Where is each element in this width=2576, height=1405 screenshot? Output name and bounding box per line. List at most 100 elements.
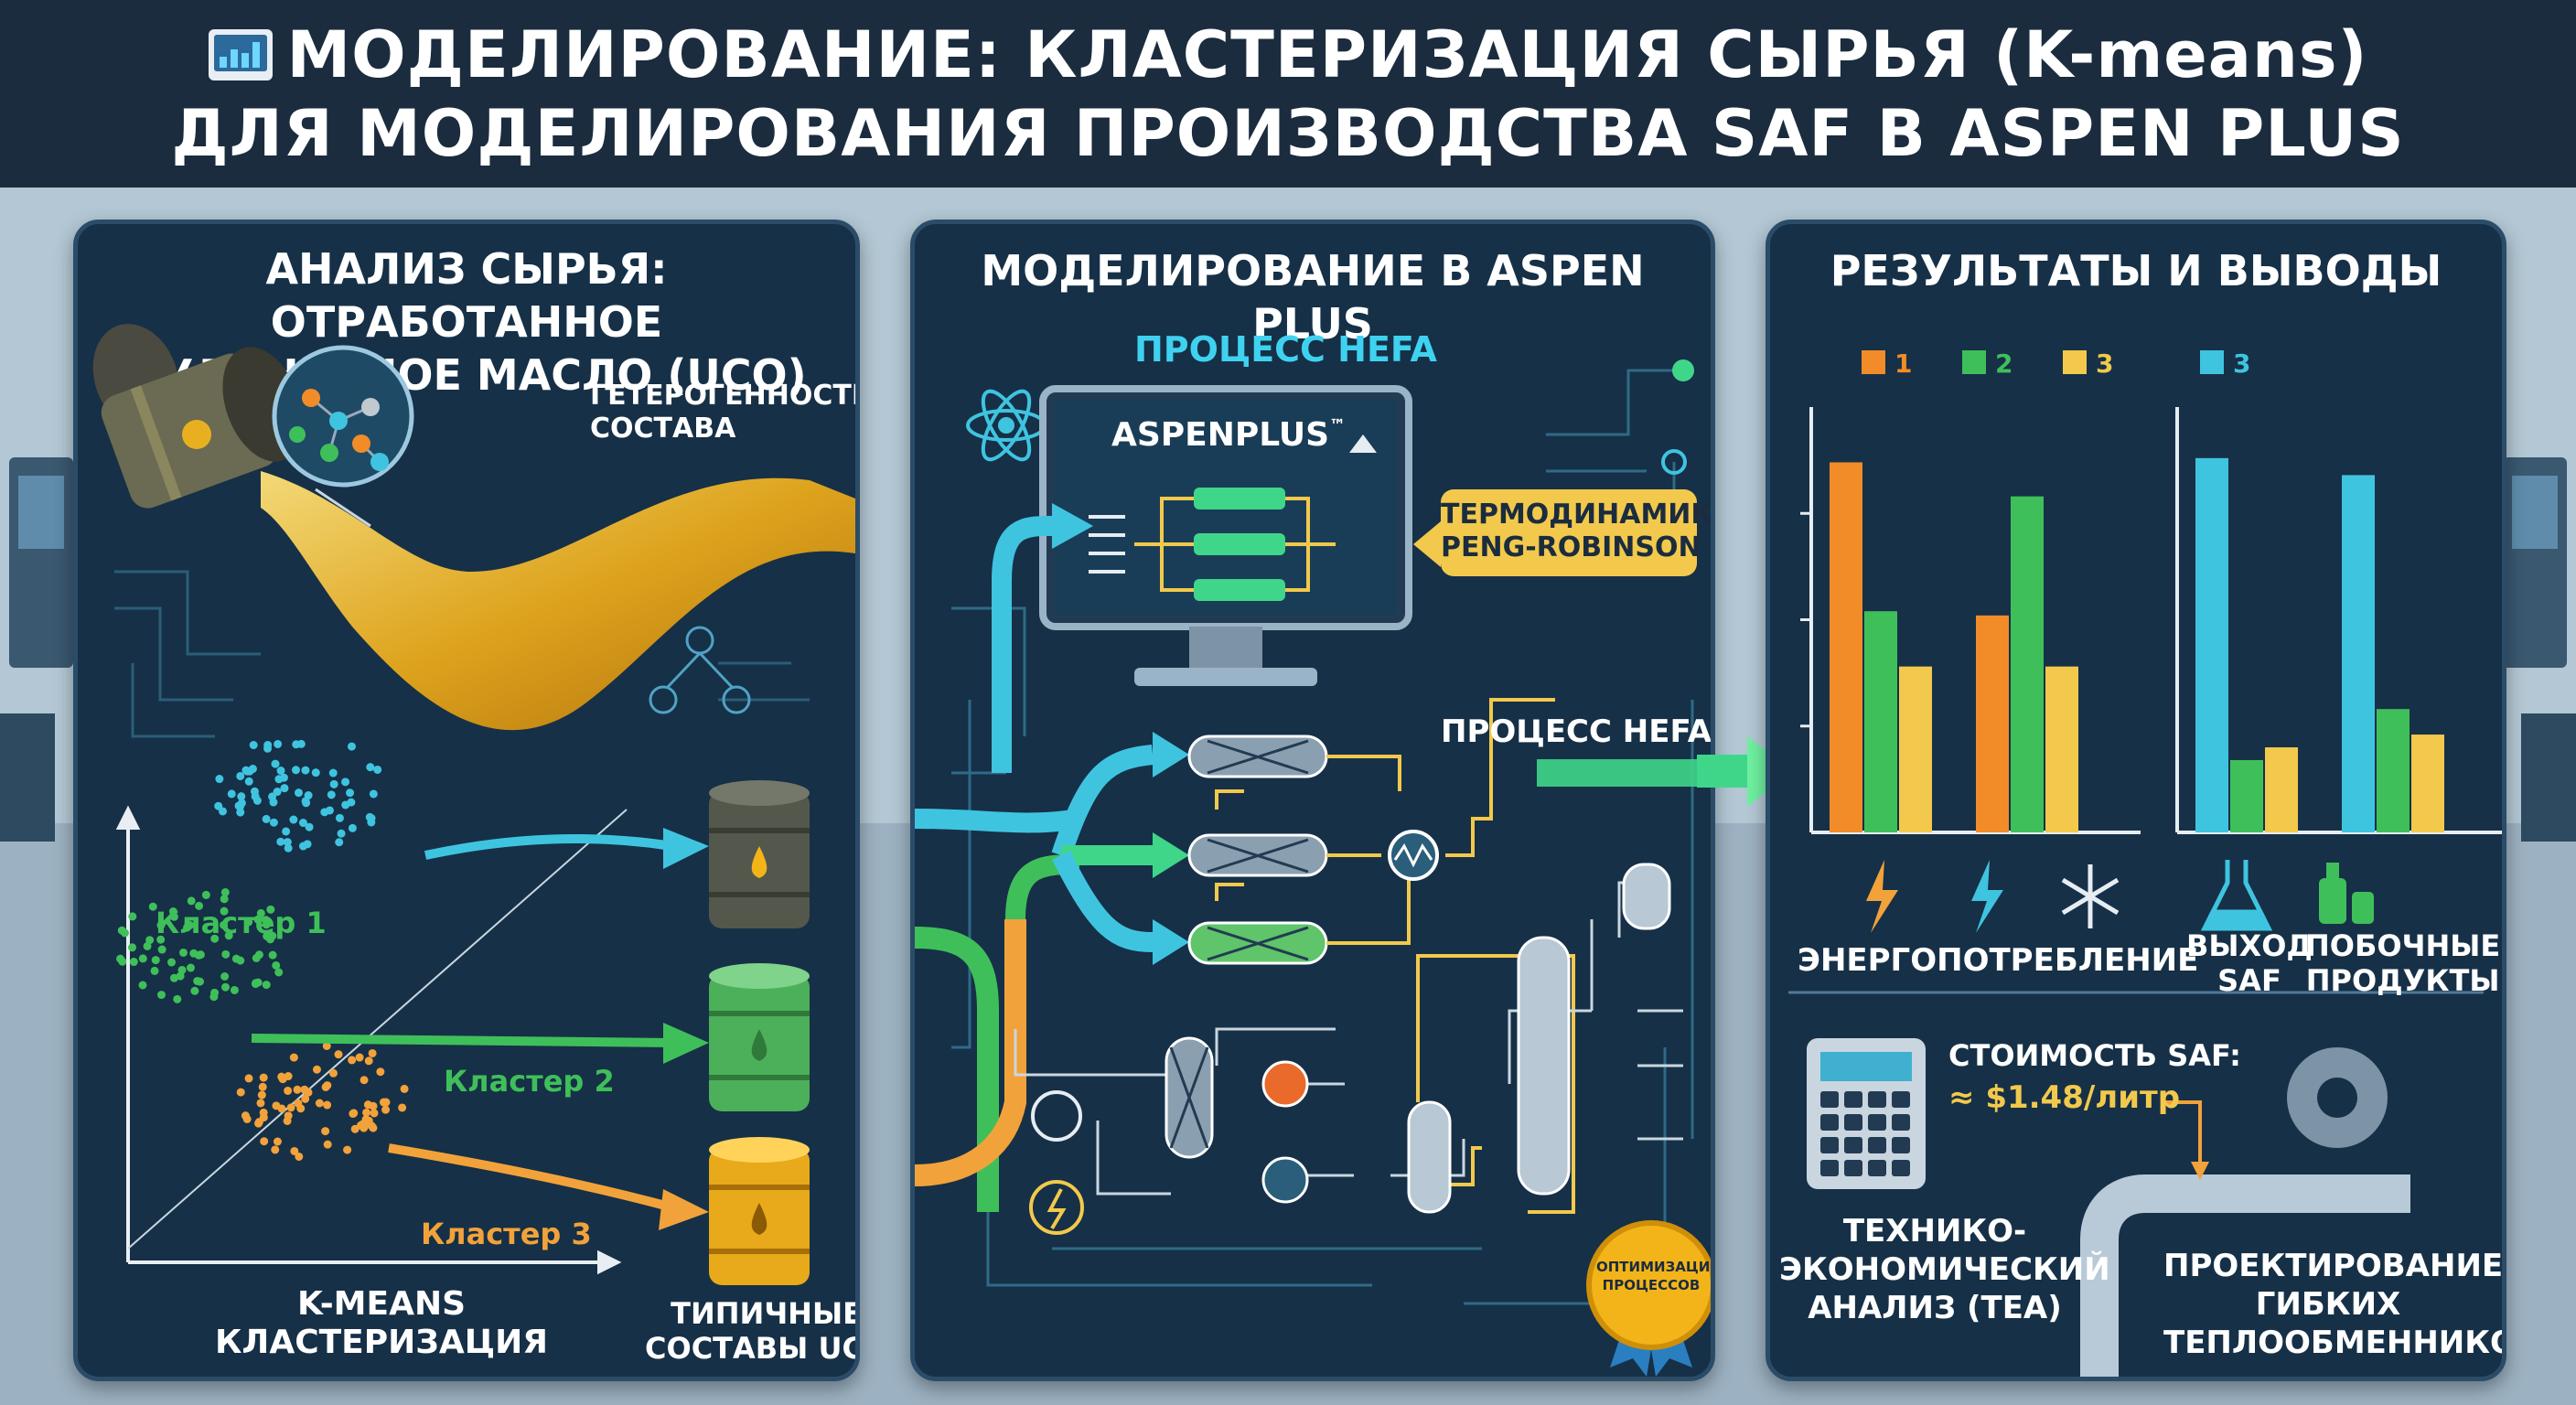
- cluster-point: [328, 768, 338, 778]
- yield-line2: SAF: [2217, 963, 2281, 998]
- cluster-point: [367, 818, 376, 827]
- cluster-point: [128, 912, 137, 921]
- cluster-point: [210, 988, 220, 997]
- title-bar: МОДЕЛИРОВАНИЕ: КЛАСТЕРИЗАЦИЯ СЫРЬЯ (K-me…: [0, 0, 2576, 188]
- kmeans-line2: КЛАСТЕРИЗАЦИЯ: [215, 1324, 548, 1361]
- cluster-point: [290, 1146, 299, 1155]
- calculator-key: [1892, 1114, 1910, 1131]
- cluster-point: [237, 792, 246, 801]
- cluster-point: [254, 950, 263, 960]
- flask-icon: [2200, 860, 2273, 931]
- cluster-point: [284, 843, 293, 853]
- cluster-point: [244, 917, 253, 927]
- cluster-point: [312, 1065, 321, 1074]
- cluster-point: [143, 941, 152, 950]
- cluster-point: [335, 813, 344, 822]
- cluster-point: [294, 788, 303, 798]
- cluster-points: [116, 739, 409, 1161]
- cluster-point: [315, 1099, 324, 1108]
- calculator-key: [1868, 1160, 1886, 1176]
- reactors: [1187, 735, 1328, 965]
- cluster-point: [256, 908, 265, 917]
- optimization-badge-text: ОПТИМИЗАЦИЯ ПРОЦЕССОВ: [1596, 1258, 1711, 1294]
- panel-right-heading: РЕЗУЛЬТАТЫ И ВЫВОДЫ: [1830, 246, 2442, 295]
- thermo-line1: ТЕРМОДИНАМИКА:: [1441, 499, 1715, 531]
- cluster-point: [379, 1098, 388, 1107]
- cluster-point: [334, 1050, 343, 1059]
- cluster-point: [341, 800, 350, 810]
- cluster-point: [274, 739, 283, 748]
- cluster-point: [230, 985, 239, 994]
- title-text-1: МОДЕЛИРОВАНИЕ: КЛАСТЕРИЗАЦИЯ СЫРЬЯ (K-me…: [286, 16, 2368, 92]
- cluster-point: [268, 931, 277, 940]
- cluster-point: [283, 1116, 292, 1125]
- legend-label-1: 1: [1894, 349, 1912, 379]
- legend-swatch-3: [2063, 350, 2087, 374]
- badge-line2: ПРОЦЕССОВ: [1602, 1277, 1701, 1293]
- bar-b-1: [2377, 709, 2410, 832]
- cluster-point: [252, 979, 261, 988]
- tea-label: ТЕХНИКО- ЭКОНОМИЧЕСКИЙ АНАЛИЗ (TEA): [1779, 1212, 2110, 1327]
- cluster-point: [210, 934, 220, 943]
- cluster-point: [214, 801, 223, 810]
- cluster-point: [260, 1137, 269, 1146]
- cluster-point: [221, 949, 231, 959]
- cluster-point: [116, 954, 125, 963]
- cluster-point: [249, 741, 258, 750]
- legend-label-3: 3: [2233, 349, 2250, 379]
- cluster-point: [138, 981, 147, 990]
- cluster-point: [322, 1041, 331, 1050]
- cluster-point: [301, 1094, 310, 1103]
- cluster-point: [259, 1073, 268, 1082]
- cluster-point: [186, 920, 195, 929]
- bottles-icon: [2319, 863, 2374, 924]
- hx-line3: ТЕПЛООБМЕННИКОВ: [2163, 1325, 2506, 1361]
- tea-line3: АНАЛИЗ (TEA): [1808, 1290, 2062, 1326]
- kmeans-axes: [115, 805, 628, 1275]
- cluster-point: [169, 912, 178, 921]
- barrel-green-icon: [709, 963, 810, 1111]
- molecule-deco: [649, 626, 751, 714]
- kmeans-line1: K-MEANS: [296, 1285, 466, 1323]
- cluster-point: [304, 1088, 313, 1097]
- cluster-point: [262, 981, 271, 990]
- cluster-point: [280, 784, 289, 793]
- cluster-point: [187, 896, 196, 906]
- cluster-point: [244, 777, 253, 786]
- tea-line1: ТЕХНИКО-: [1842, 1213, 2027, 1249]
- cluster-point: [368, 1121, 377, 1131]
- cluster-point: [359, 1120, 368, 1129]
- cluster-point: [195, 901, 204, 910]
- calculator-key: [1820, 1160, 1839, 1176]
- cluster-point: [284, 1086, 293, 1095]
- cluster-point: [173, 994, 182, 1003]
- circuit-lines: [114, 570, 810, 738]
- cluster-point: [289, 1053, 298, 1062]
- cluster-point: [186, 963, 195, 972]
- bar-1-0: [1830, 462, 1862, 832]
- cluster-point: [282, 827, 291, 836]
- cluster-point: [294, 1099, 303, 1108]
- cluster-point: [167, 958, 177, 967]
- chart-yield: 3: [2175, 349, 2502, 834]
- process-hefa-mid-label: ПРОЦЕСС HEFA: [1441, 713, 1712, 750]
- cluster-point: [220, 972, 230, 981]
- calculator-key: [1844, 1160, 1862, 1176]
- cluster-point: [343, 1145, 352, 1154]
- cluster-point: [311, 768, 320, 778]
- title-line-1: МОДЕЛИРОВАНИЕ: КЛАСТЕРИЗАЦИЯ СЫРЬЯ (K-me…: [208, 16, 2368, 94]
- byproducts-line2: ПРОДУКТЫ: [2305, 963, 2500, 998]
- cluster-point: [150, 966, 159, 975]
- atom-icon: [966, 389, 1046, 462]
- cluster-point: [227, 789, 236, 799]
- cluster-point: [263, 740, 273, 749]
- cluster-point: [381, 1105, 391, 1114]
- cluster-point: [262, 920, 271, 929]
- byproducts-line1: ПОБОЧНЫЕ: [2305, 928, 2501, 963]
- cluster-point: [355, 1053, 364, 1062]
- energy-label: ЭНЕРГОПОТРЕБЛЕНИЕ: [1798, 942, 2199, 979]
- cluster-point: [276, 767, 285, 776]
- cluster-point: [274, 775, 284, 784]
- cluster-point: [289, 815, 298, 824]
